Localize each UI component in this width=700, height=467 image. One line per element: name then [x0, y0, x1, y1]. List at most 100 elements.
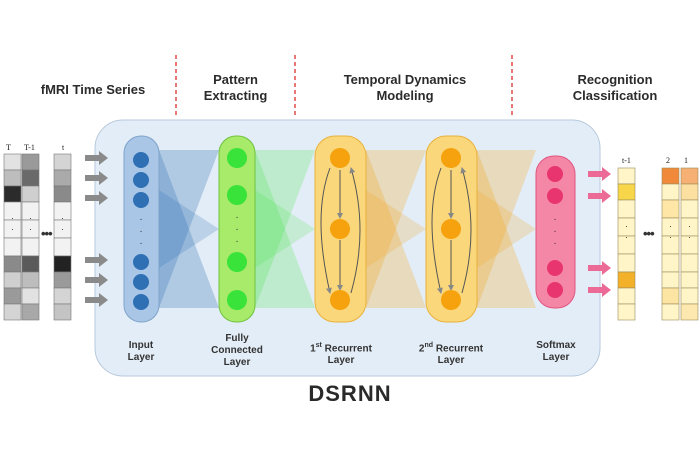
output-cell: [661, 253, 680, 273]
input-vertical-ellipsis: ·: [139, 214, 142, 225]
input-arrow: [85, 171, 108, 185]
output-gap-dot: ·: [625, 221, 628, 231]
fc-layer-capsule: [218, 135, 256, 323]
rec2-node: [441, 290, 461, 310]
output-cell: [661, 271, 680, 289]
fmri-cell: [53, 153, 72, 171]
fmri-gap-dot: ·: [11, 224, 14, 234]
header-temporal-dynamics: Temporal Dynamics Modeling: [343, 72, 467, 103]
input-col-label: T: [6, 143, 11, 152]
rec1-node: [330, 219, 350, 239]
rec2-layer-label-line2: Layer: [437, 355, 465, 367]
fmri-gap-dot: ·: [11, 213, 14, 223]
fc-node: [227, 185, 247, 205]
input-col-label: T-1: [24, 143, 35, 152]
fc-layer-label-line1: Fully: [225, 333, 249, 344]
connection-fan: [255, 150, 315, 308]
fmri-cell: [53, 303, 72, 321]
softmax-node: [547, 282, 563, 298]
fmri-gap-dot: ·: [61, 224, 64, 234]
fc-vertical-ellipsis: ·: [235, 236, 238, 247]
rec1-layer-label-line2: Layer: [327, 355, 355, 367]
output-ellipsis: •••: [643, 226, 655, 241]
output-cell: [661, 183, 680, 201]
input-layer-label-line1: Input: [128, 340, 154, 351]
connection-fan: [477, 190, 536, 268]
output-probability-columns: ······: [617, 167, 699, 321]
output-cell: [680, 303, 699, 321]
fc-layer-label-line3: Layer: [223, 357, 251, 368]
fmri-gap-dot: ·: [29, 213, 32, 223]
fmri-cell: [21, 303, 40, 321]
fc-node: [227, 148, 247, 168]
softmax-vertical-ellipsis: ·: [553, 214, 556, 225]
rec1-num: 1: [310, 343, 316, 355]
fmri-cell: [53, 271, 72, 289]
input-node: [133, 254, 149, 270]
rec1-node: [330, 148, 350, 168]
output-cell: [617, 199, 636, 219]
input-vertical-ellipsis: ·: [139, 238, 142, 249]
output-gap-dot: ·: [688, 232, 691, 242]
input-node: [133, 172, 149, 188]
fmri-cell: [3, 153, 22, 171]
output-cell: [617, 303, 636, 321]
output-gap-dot: ·: [669, 232, 672, 242]
fmri-cell: [21, 271, 40, 289]
layer-connections: [159, 150, 536, 308]
fc-vertical-ellipsis: ·: [235, 212, 238, 223]
input-arrow: [85, 293, 108, 307]
fmri-cell: [21, 185, 40, 203]
output-cell: [661, 167, 680, 185]
softmax-node: [547, 188, 563, 204]
connection-fan: [366, 150, 426, 308]
input-node: [133, 152, 149, 168]
input-node: [133, 192, 149, 208]
softmax-vertical-ellipsis: ·: [553, 226, 556, 237]
input-arrows: [85, 151, 108, 307]
connection-fan: [477, 150, 536, 308]
output-col-label: 1: [684, 156, 688, 165]
output-cell: [661, 303, 680, 321]
output-cell: [617, 253, 636, 273]
input-node: [133, 294, 149, 310]
fmri-cell: [53, 237, 72, 257]
output-gap-dot: ·: [669, 221, 672, 231]
softmax-node: [547, 166, 563, 182]
input-arrow: [85, 253, 108, 267]
output-cell: [617, 287, 636, 305]
softmax-layer-capsule: [535, 155, 576, 309]
rec2-node: [441, 148, 461, 168]
connection-fan: [477, 150, 536, 308]
model-name: DSRNN: [308, 381, 392, 406]
input-ellipsis: •••: [41, 226, 53, 241]
rec2-word: Recurrent: [435, 343, 484, 355]
output-cell: [680, 183, 699, 201]
fmri-cell: [21, 169, 40, 187]
fmri-cell: [3, 185, 22, 203]
fc-node: [227, 252, 247, 272]
output-arrow: [588, 167, 611, 181]
softmax-layer-label: Softmax Layer: [520, 340, 592, 364]
output-cell: [680, 167, 699, 185]
connection-fan: [366, 190, 426, 268]
input-col-label: t: [62, 143, 65, 152]
fmri-cell: [3, 271, 22, 289]
output-cell: [617, 183, 636, 201]
connection-fan: [159, 150, 219, 308]
rec1-recurrent-links: [320, 167, 361, 294]
fmri-cell: [53, 287, 72, 305]
output-arrows: [588, 167, 611, 297]
fc-layer-label: Fully Connected Layer: [200, 333, 274, 369]
softmax-layer-label-line2: Layer: [542, 352, 570, 363]
output-cell: [617, 271, 636, 289]
fc-node: [227, 290, 247, 310]
fmri-cell: [53, 169, 72, 187]
output-cell: [680, 287, 699, 305]
fmri-cell: [3, 237, 22, 257]
output-cell: [661, 199, 680, 219]
output-arrow: [588, 189, 611, 203]
connection-fan: [255, 190, 315, 268]
connection-fan: [159, 150, 219, 308]
